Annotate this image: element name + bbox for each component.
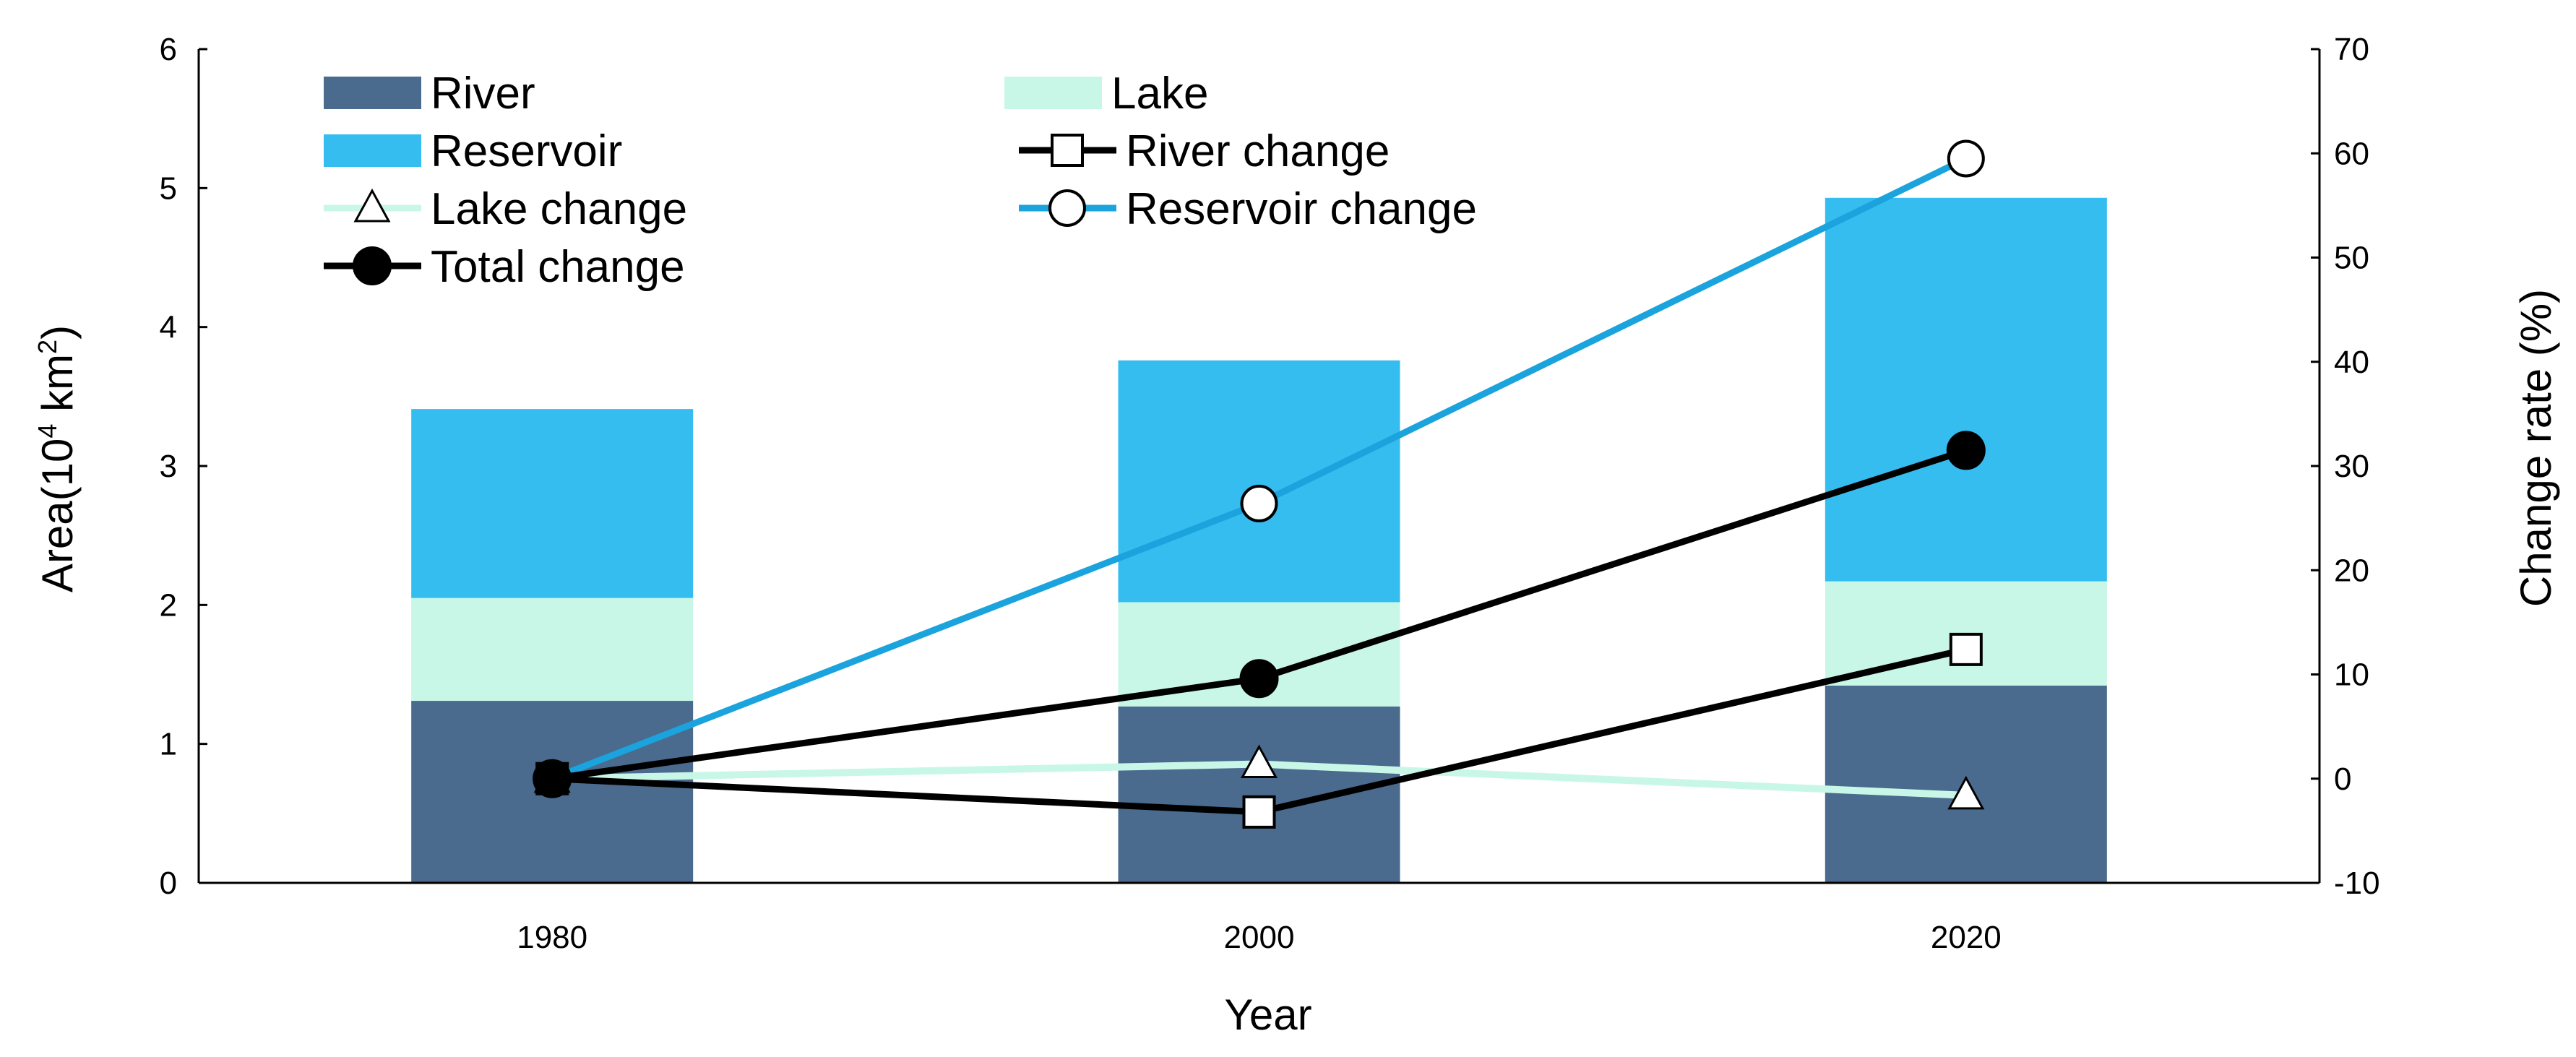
point-reservoir-change-2020 (1947, 139, 1985, 178)
legend-label-river: River (431, 69, 535, 118)
y-tick-label: 0 (160, 866, 177, 901)
legend-marker-lake-change (353, 188, 391, 223)
legend-marker-river-change (1051, 134, 1084, 167)
x-tick-label: 2020 (1931, 920, 2002, 955)
bar-reservoir-1980 (411, 409, 694, 598)
legend-label-total-change: Total change (431, 242, 685, 292)
y-axis-title-close: ) (33, 325, 82, 340)
bar-river-2000 (1118, 706, 1400, 883)
y-tick-label: 5 (160, 171, 177, 206)
legend-label-lake-change: Lake change (431, 184, 687, 234)
y2-axis-title: Change rate (%) (2512, 289, 2560, 607)
point-reservoir-change-2000 (1240, 484, 1278, 522)
point-river-change-2020 (1949, 632, 1983, 666)
y-tick-label: 1 (160, 727, 177, 762)
y2-tick-label: 10 (2334, 657, 2369, 693)
axes-layer (197, 48, 2321, 884)
y2-tick-label: 0 (2334, 762, 2351, 797)
bars-layer (411, 197, 2107, 883)
legend-label-reservoir: Reservoir (431, 126, 622, 176)
y2-tick-label: 20 (2334, 553, 2369, 588)
legend-label-lake: Lake (1111, 69, 1208, 118)
y-tick-label: 6 (160, 32, 177, 67)
legend-swatch-lake (1004, 77, 1102, 109)
bar-lake-1980 (411, 597, 694, 702)
y2-tick-label: 30 (2334, 449, 2369, 484)
y2-tick-label: 60 (2334, 136, 2369, 171)
point-total-change-2020 (1946, 431, 1986, 470)
bar-reservoir-2000 (1118, 360, 1400, 603)
y-axis-title-main: Area(10 (33, 439, 82, 592)
x-axis-title: Year (1224, 991, 1311, 1039)
y-axis-title: Area(104 km2) (33, 325, 82, 592)
point-river-change-2000 (1242, 795, 1276, 829)
legend-marker-total-change (353, 246, 392, 285)
legend-swatch-river (324, 77, 421, 109)
legend-label-reservoir-change: Reservoir change (1126, 184, 1477, 234)
bar-reservoir-2020 (1825, 197, 2107, 582)
y2-tick-label: 40 (2334, 345, 2369, 380)
x-tick-label: 1980 (517, 920, 587, 955)
y2-tick-label: 50 (2334, 241, 2369, 276)
legend-swatch-reservoir (324, 134, 421, 167)
point-total-change-1980 (533, 759, 572, 798)
y2-tick-label: 70 (2334, 32, 2369, 67)
x-tick-label: 2000 (1224, 920, 1295, 955)
y-axis-title-sup: 4 (33, 424, 62, 439)
y-tick-label: 4 (160, 310, 177, 345)
tick-labels: 0 1 2 3 4 5 6 -10 0 10 20 30 40 50 60 70 1980 2000 2020 (160, 32, 2380, 955)
point-lake-change-2000 (1240, 744, 1278, 779)
point-total-change-2000 (1239, 659, 1279, 699)
point-lake-change-2020 (1947, 775, 1985, 810)
y-axis-title-unit: km (33, 354, 82, 424)
y-tick-label: 3 (160, 449, 177, 484)
y2-tick-label: -10 (2334, 866, 2380, 901)
y-axis-title-unit-sup: 2 (33, 340, 62, 354)
legend-marker-reservoir-change (1048, 189, 1086, 227)
markers-layer (533, 139, 1986, 829)
y-tick-label: 2 (160, 587, 177, 623)
legend-label-river-change: River change (1126, 126, 1390, 176)
